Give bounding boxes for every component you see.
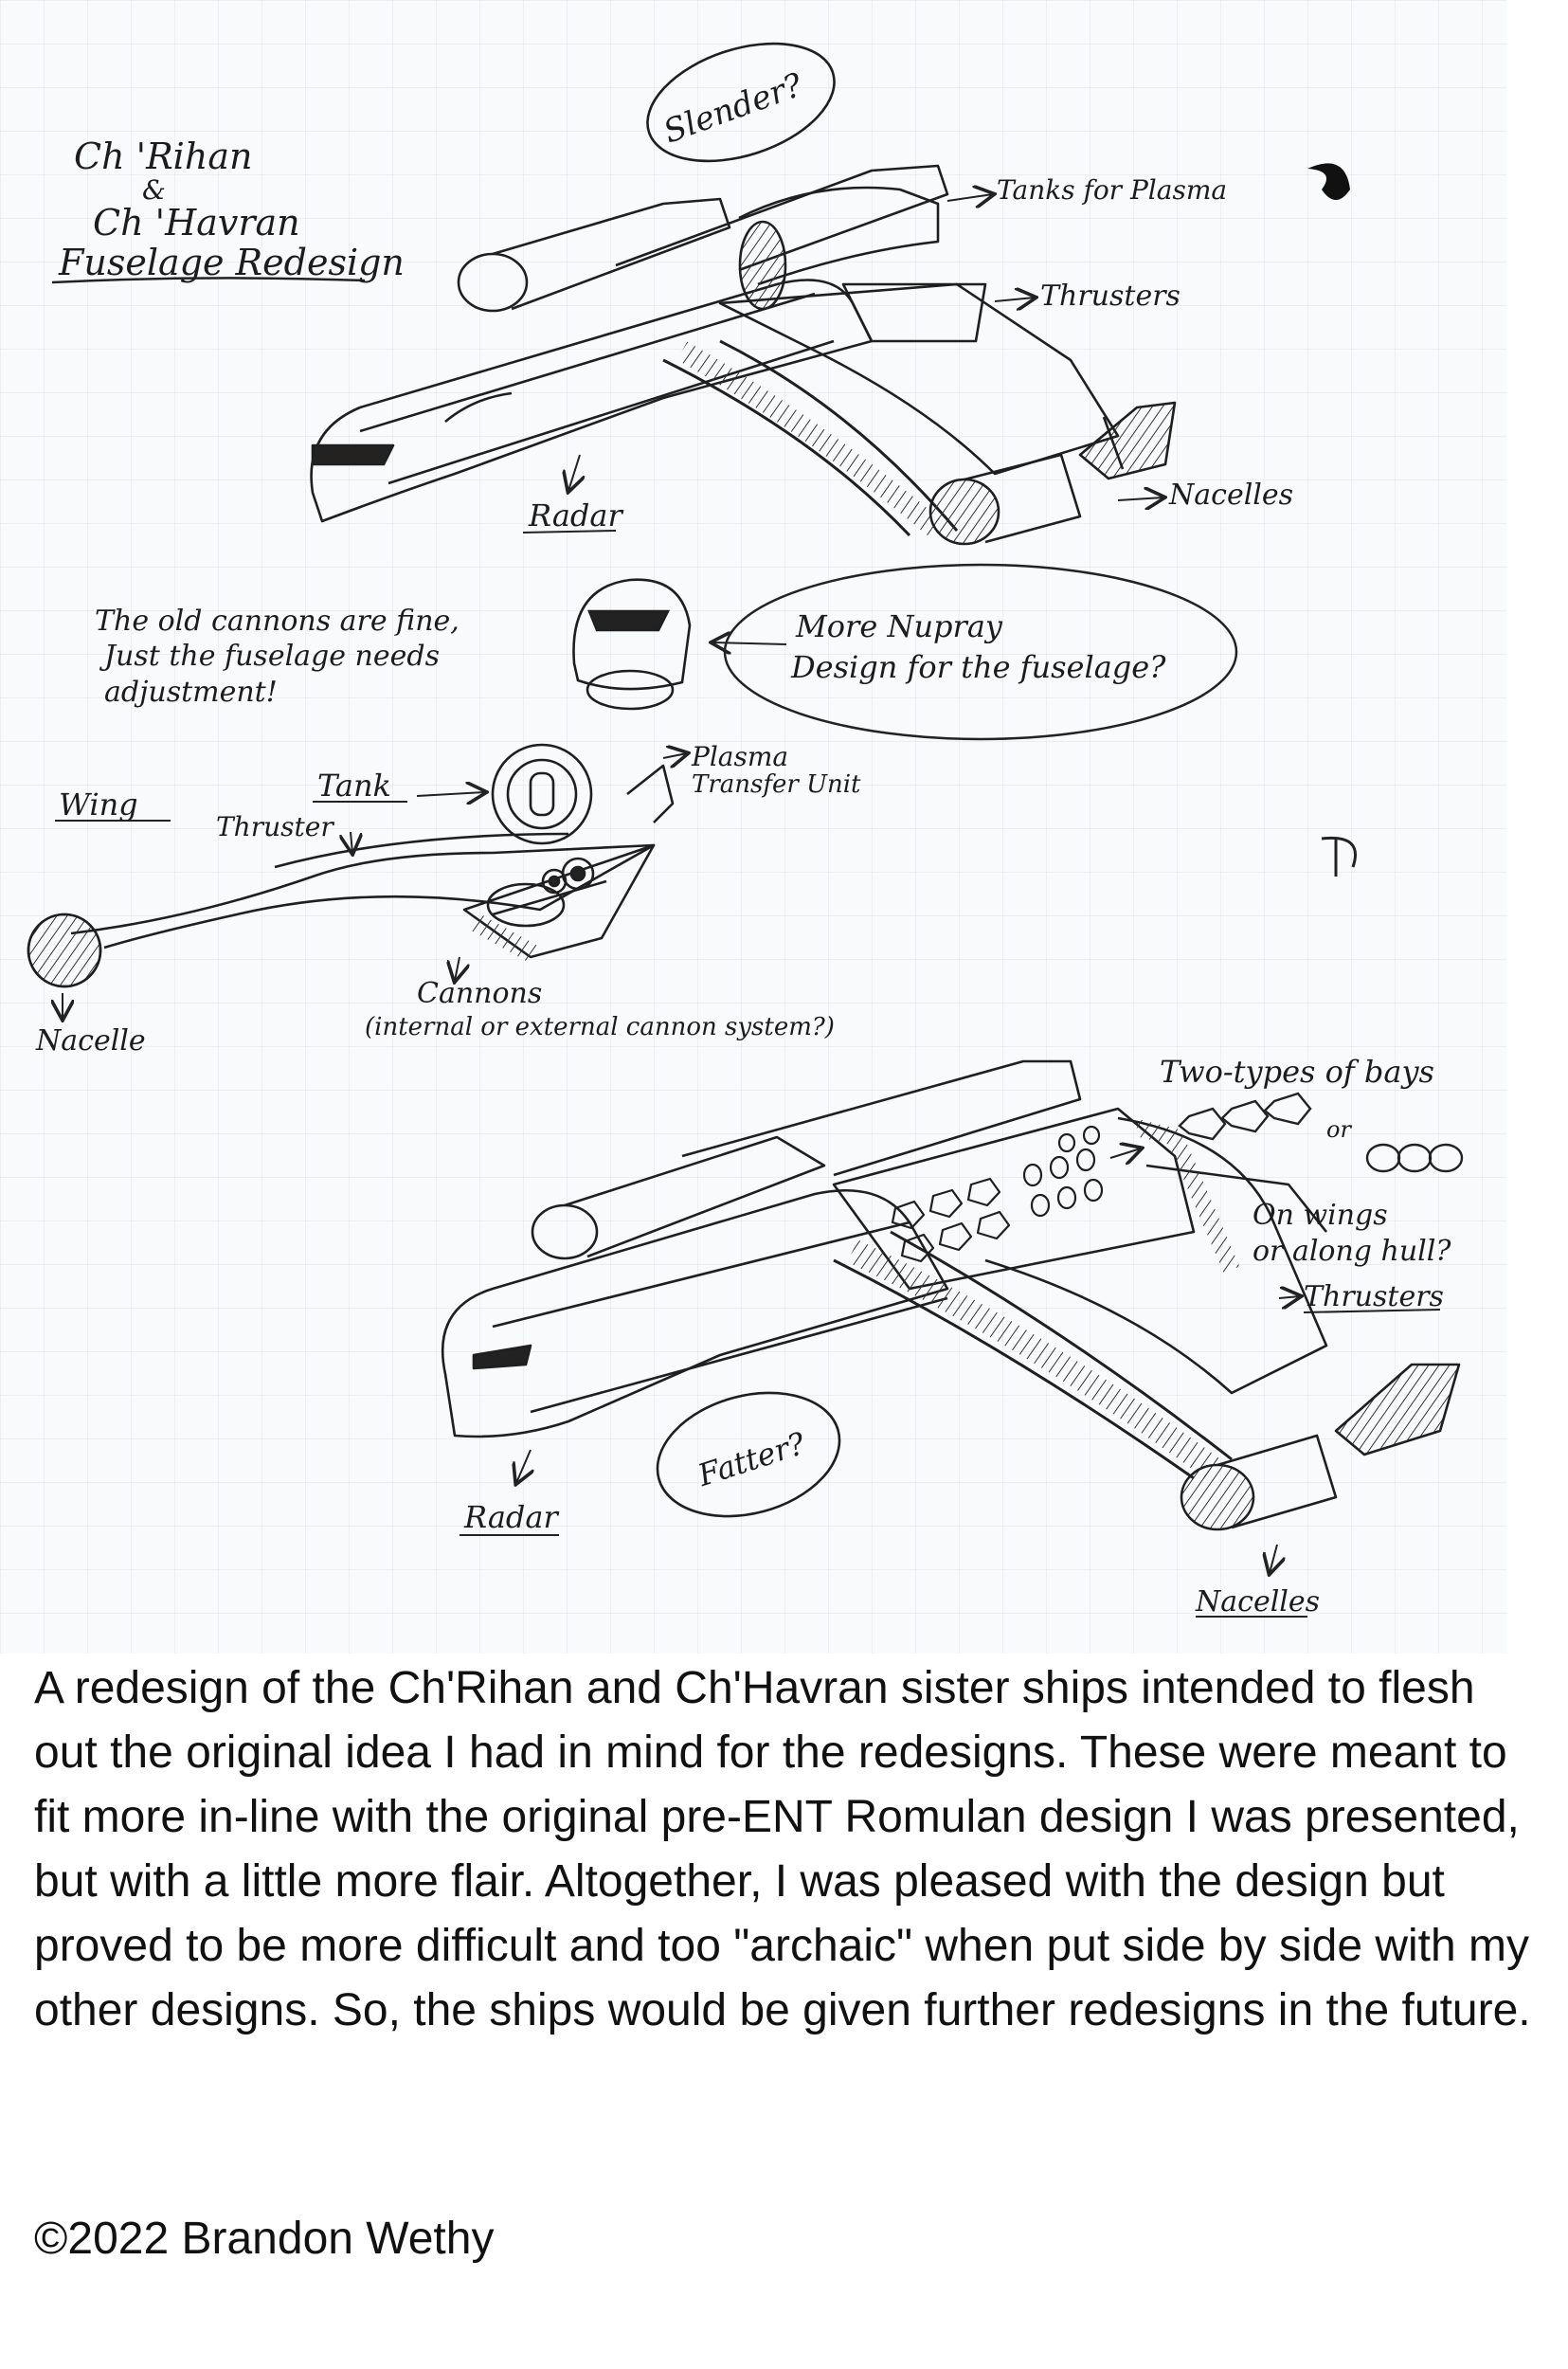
caption-text: A redesign of the Ch'Rihan and Ch'Havran… xyxy=(34,1656,1545,2043)
thruster-label: Thruster xyxy=(216,811,334,842)
nacelle-label: Nacelle xyxy=(35,1024,146,1058)
copyright-text: ©2022 Brandon Wethy xyxy=(34,2213,494,2265)
tanks-label: Tanks for Plasma xyxy=(997,174,1227,206)
cannons-label-line-1: Cannons xyxy=(417,977,542,1010)
plasma-label-line-2: Transfer Unit xyxy=(692,770,861,799)
bays-label: Two-types of bays xyxy=(1160,1054,1434,1090)
tank-label: Tank xyxy=(317,768,391,804)
cannons-note-line-1: The old cannons are fine, xyxy=(95,605,460,638)
cannons-note-line-2: Just the fuselage needs xyxy=(99,640,440,673)
wings-hull-line-2: or along hull? xyxy=(1253,1235,1451,1268)
nacelles-label-bottom: Nacelles xyxy=(1195,1585,1320,1619)
plasma-label-line-1: Plasma xyxy=(691,741,788,772)
wings-hull-line-1: On wings xyxy=(1253,1199,1388,1232)
title-line-1: Ch 'Rihan xyxy=(74,136,252,177)
concept-sketch: Ch 'Rihan & Ch 'Havran Fuselage Redesign xyxy=(0,0,1506,1654)
cannons-note-line-3: adjustment! xyxy=(104,676,278,709)
title-line-3: Ch 'Havran xyxy=(93,202,300,244)
thrusters-label-bottom: Thrusters xyxy=(1304,1280,1444,1313)
thrusters-label-top: Thrusters xyxy=(1040,280,1181,313)
nupray-bubble-line-1: More Nupray xyxy=(795,608,1003,644)
wing-label: Wing xyxy=(59,787,138,823)
cannons-label-line-2: (internal or external cannon system?) xyxy=(365,1013,835,1041)
radar-label-top: Radar xyxy=(528,497,623,533)
nacelles-label-top: Nacelles xyxy=(1168,479,1293,512)
or-label: or xyxy=(1326,1116,1352,1143)
radar-label-bottom: Radar xyxy=(463,1499,559,1535)
nupray-bubble-line-2: Design for the fuselage? xyxy=(790,649,1166,685)
